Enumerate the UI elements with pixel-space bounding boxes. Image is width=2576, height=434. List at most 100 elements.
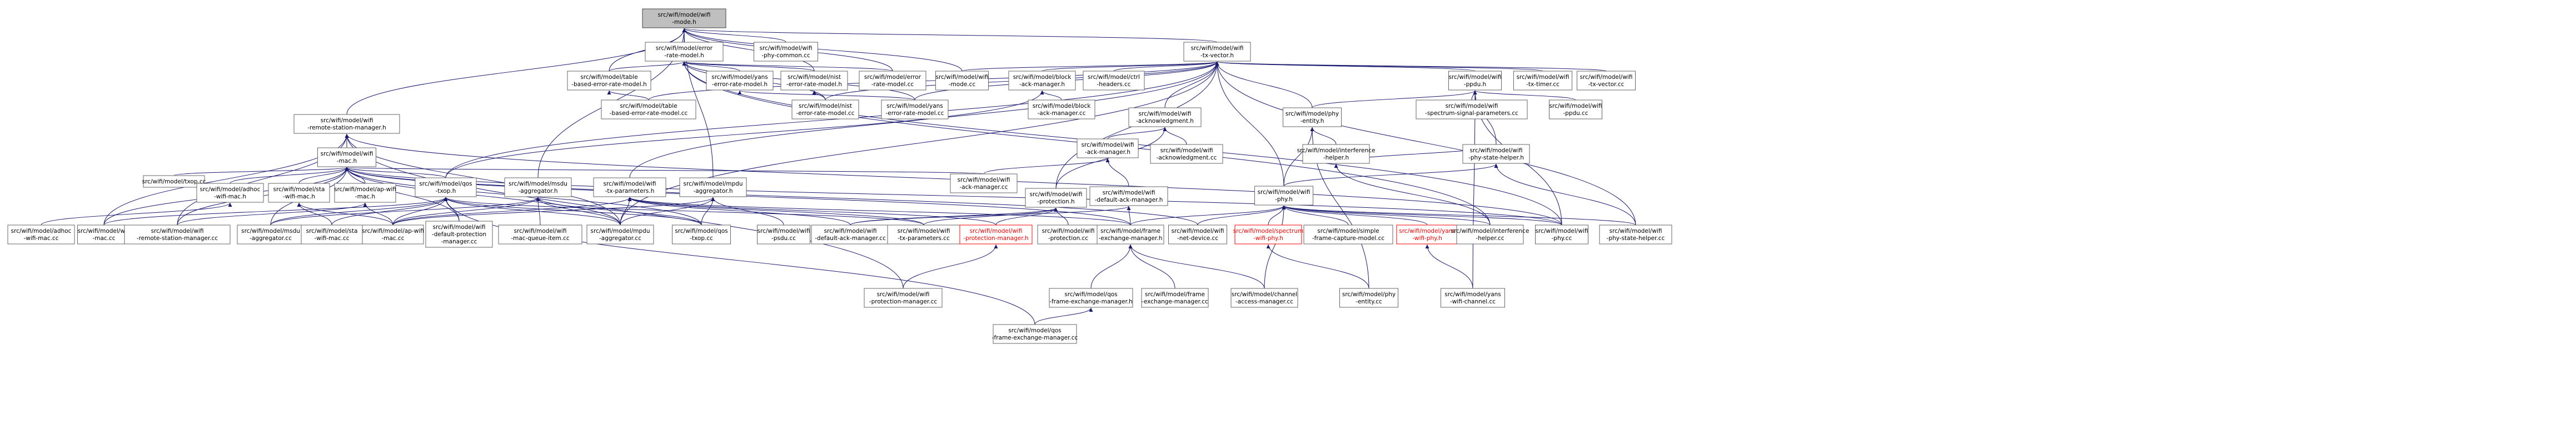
graph-node-mpduaggh[interactable]: src/wifi/model/mpdu-aggregator.h [679, 177, 747, 197]
edge-adhoccc-to-adhoch [41, 202, 232, 226]
graph-node-fexcc[interactable]: src/wifi/model/frame-exchange-manager.cc [1141, 288, 1209, 308]
node-label-line: src/wifi/model/wifi [1258, 189, 1311, 196]
graph-node-txparamsh[interactable]: src/wifi/model/wifi-tx-parameters.h [593, 177, 666, 197]
graph-node-interfh[interactable]: src/wifi/model/interference-helper.h [1297, 144, 1376, 164]
graph-node-txveccc[interactable]: src/wifi/model/wifi-tx-vector.cc [1577, 71, 1636, 91]
graph-node-ackncc[interactable]: src/wifi/model/wifi-acknowledgment.cc [1150, 144, 1223, 164]
edge-chaccesscc-to-fexh [1128, 244, 1265, 289]
graph-node-spectrumphyh[interactable]: src/wifi/model/spectrum-wifi-phy.h [1233, 225, 1303, 245]
graph-node-macqitemcc[interactable]: src/wifi/model/wifi-mac-queue-item.cc [498, 225, 582, 245]
graph-node-msduaggh[interactable]: src/wifi/model/msdu-aggregator.h [504, 177, 572, 197]
node-box [317, 147, 376, 167]
graph-node-phycc[interactable]: src/wifi/model/wifi-phy.cc [1535, 225, 1588, 245]
graph-node-qostxopcc[interactable]: src/wifi/model/qos-txop.cc [672, 225, 731, 245]
graph-node-ctrl[interactable]: src/wifi/model/ctrl-headers.cc [1083, 71, 1145, 91]
graph-node-yansphyh[interactable]: src/wifi/model/yans-wifi-phy.h [1396, 225, 1458, 245]
node-label-line: src/wifi/model/wifi [1610, 228, 1662, 235]
graph-node-ppduh[interactable]: src/wifi/model/wifi-ppdu.h [1448, 71, 1502, 91]
graph-node-spectrumparams[interactable]: src/wifi/model/wifi-spectrum-signal-para… [1416, 99, 1528, 119]
graph-node-yanscc[interactable]: src/wifi/model/yans-error-rate-model.cc [881, 99, 949, 119]
graph-node-defprotcc[interactable]: src/wifi/model/wifi-default-protection-m… [425, 221, 493, 248]
node-label-line: src/wifi/model/mpdu [684, 181, 743, 187]
node-box [1339, 288, 1398, 308]
graph-node-acknh[interactable]: src/wifi/model/wifi-acknowledgment.h [1128, 107, 1202, 127]
graph-node-txvec[interactable]: src/wifi/model/wifi-tx-vector.h [1183, 42, 1251, 62]
node-label-line: -phy.cc [1552, 235, 1572, 242]
graph-node-yansh[interactable]: src/wifi/model/yans-error-rate-model.h [706, 71, 774, 91]
graph-node-blockh[interactable]: src/wifi/model/block-ack-manager.h [1008, 71, 1076, 91]
edge-txparamsh-to-txvec [629, 61, 1219, 178]
graph-node-defackcc[interactable]: src/wifi/model/wifi-default-ack-manager.… [811, 225, 890, 245]
edge-protmgrh-to-txparamsh [627, 197, 996, 226]
graph-node-ackmgrcc[interactable]: src/wifi/model/wifi-ack-manager.cc [950, 173, 1018, 193]
graph-node-phyentitycc[interactable]: src/wifi/model/phy-entity.cc [1339, 288, 1398, 308]
node-label-line: src/wifi/model/simple [1317, 228, 1379, 235]
graph-node-qostxoph[interactable]: src/wifi/model/qos-txop.h [415, 177, 477, 197]
graph-node-err[interactable]: src/wifi/model/error-rate-model.h [645, 42, 724, 62]
graph-node-stacc[interactable]: src/wifi/model/sta-wifi-mac.cc [301, 225, 363, 245]
graph-node-interfcc[interactable]: src/wifi/model/interference-helper.cc [1451, 225, 1529, 245]
graph-node-phycommon[interactable]: src/wifi/model/wifi-phy-common.cc [754, 42, 818, 62]
graph-node-psducc[interactable]: src/wifi/model/wifi-psdu.cc [757, 225, 810, 245]
edge-defackcc-to-txparamsh [627, 197, 851, 226]
graph-node-ppducc[interactable]: src/wifi/model/wifi-ppdu.cc [1549, 99, 1602, 119]
graph-node-txopcc[interactable]: src/wifi/model/txop.cc [142, 175, 206, 188]
graph-node-protmgrcc[interactable]: src/wifi/model/wifi-protection-manager.c… [864, 288, 943, 308]
graph-node-apcc[interactable]: src/wifi/model/ap-wifi-mac.cc [362, 225, 424, 245]
edge-ackmgrcc-to-ackmgrh [983, 158, 1110, 174]
graph-node-errcc[interactable]: src/wifi/model/error-rate-model.cc [859, 71, 926, 91]
edge-txparamscc-to-txparamsh [627, 197, 924, 226]
graph-node-aph[interactable]: src/wifi/model/ap-wifi-mac.h [334, 183, 396, 203]
node-box [1089, 186, 1168, 206]
graph-node-adhoch[interactable]: src/wifi/model/adhoc-wifi-mac.h [196, 183, 264, 203]
graph-node-mpduaggcc[interactable]: src/wifi/model/mpdu-aggregator.cc [586, 225, 654, 245]
graph-node-chaccesscc[interactable]: src/wifi/model/channel-access-manager.cc [1230, 288, 1298, 308]
graph-node-defackh[interactable]: src/wifi/model/wifi-default-ack-manager.… [1089, 186, 1168, 206]
graph-node-adhoccc[interactable]: src/wifi/model/adhoc-wifi-mac.cc [7, 225, 75, 245]
graph-node-phystatehelpercc[interactable]: src/wifi/model/wifi-phy-state-helper.cc [1599, 225, 1672, 245]
node-box [1150, 144, 1223, 164]
graph-node-nistcc[interactable]: src/wifi/model/nist-error-rate-model.cc [791, 99, 859, 119]
graph-node-protcc[interactable]: src/wifi/model/wifi-protection.cc [1037, 225, 1099, 245]
graph-node-fexh[interactable]: src/wifi/model/frame-exchange-manager.h [1097, 225, 1164, 245]
edge-phystatehelpercc-to-txvec [1215, 61, 1636, 226]
graph-node-simplecap[interactable]: src/wifi/model/simple-frame-capture-mode… [1303, 225, 1393, 245]
graph-node-tableh[interactable]: src/wifi/model/table-based-error-rate-mo… [567, 71, 651, 91]
edge-qostxopcc-to-qostxoph [444, 197, 702, 226]
node-box [1599, 225, 1672, 245]
graph-node-ackmgrh[interactable]: src/wifi/model/wifi-ack-manager.h [1077, 138, 1139, 158]
graph-node-msduaggcc[interactable]: src/wifi/model/msdu-aggregator.cc [237, 225, 305, 245]
graph-node-txparamscc[interactable]: src/wifi/model/wifi-tx-parameters.cc [887, 225, 960, 245]
graph-node-modecc[interactable]: src/wifi/model/wifi-mode.cc [935, 71, 989, 91]
node-box [268, 183, 330, 203]
edge-msduaggcc-to-msduaggh [270, 197, 540, 226]
edge-yanschcc-to-ppduh [1472, 90, 1477, 289]
graph-node-rsmcc[interactable]: src/wifi/model/wifi-remote-station-manag… [124, 225, 231, 245]
graph-node-blockcc[interactable]: src/wifi/model/block-ack-manager.cc [1028, 99, 1095, 119]
graph-node-phyh[interactable]: src/wifi/model/wifi-phy.h [1254, 186, 1313, 206]
edge-apcc-to-mpduaggh [392, 197, 715, 226]
graph-node-root[interactable]: src/wifi/model/wifi-mode.h [642, 8, 726, 28]
graph-node-phystatehelperh[interactable]: src/wifi/model/wifi-phy-state-helper.h [1462, 144, 1530, 164]
node-label-line: src/wifi/model/interference [1451, 228, 1529, 235]
node-box [1097, 225, 1164, 245]
graph-node-tablecc[interactable]: src/wifi/model/table-based-error-rate-mo… [601, 99, 696, 119]
node-label-line: -acknowledgment.cc [1157, 154, 1217, 161]
edge-blockh-to-txvec [1042, 61, 1219, 72]
edge-phycc-to-phyh [1282, 205, 1562, 226]
graph-node-protecth[interactable]: src/wifi/model/wifi-protection.h [1025, 188, 1087, 208]
graph-node-nisth[interactable]: src/wifi/model/nist-error-rate-model.h [780, 71, 848, 91]
graph-node-mach[interactable]: src/wifi/model/wifi-mac.h [317, 147, 376, 167]
graph-node-maccc[interactable]: src/wifi/model/wifi-mac.cc [77, 225, 131, 245]
graph-node-stah[interactable]: src/wifi/model/sta-wifi-mac.h [268, 183, 330, 203]
graph-node-rsmh[interactable]: src/wifi/model/wifi-remote-station-manag… [293, 114, 400, 134]
graph-node-yanschcc[interactable]: src/wifi/model/yans-wifi-channel.cc [1441, 288, 1505, 308]
graph-node-qosfexcc[interactable]: src/wifi/model/qos-frame-exchange-manage… [992, 324, 1078, 344]
graph-node-protmgrh[interactable]: src/wifi/model/wifi-protection-manager.h [959, 225, 1033, 245]
graph-node-netdevcc[interactable]: src/wifi/model/wifi-net-device.cc [1168, 225, 1227, 245]
node-box [1456, 225, 1524, 245]
graph-node-txtimer[interactable]: src/wifi/model/wifi-tx-timer.cc [1513, 71, 1572, 91]
graph-node-phyentityh[interactable]: src/wifi/model/phy-entity.h [1283, 107, 1342, 127]
node-box [196, 183, 264, 203]
graph-node-qosfexh[interactable]: src/wifi/model/qos-frame-exchange-manage… [1049, 288, 1133, 308]
